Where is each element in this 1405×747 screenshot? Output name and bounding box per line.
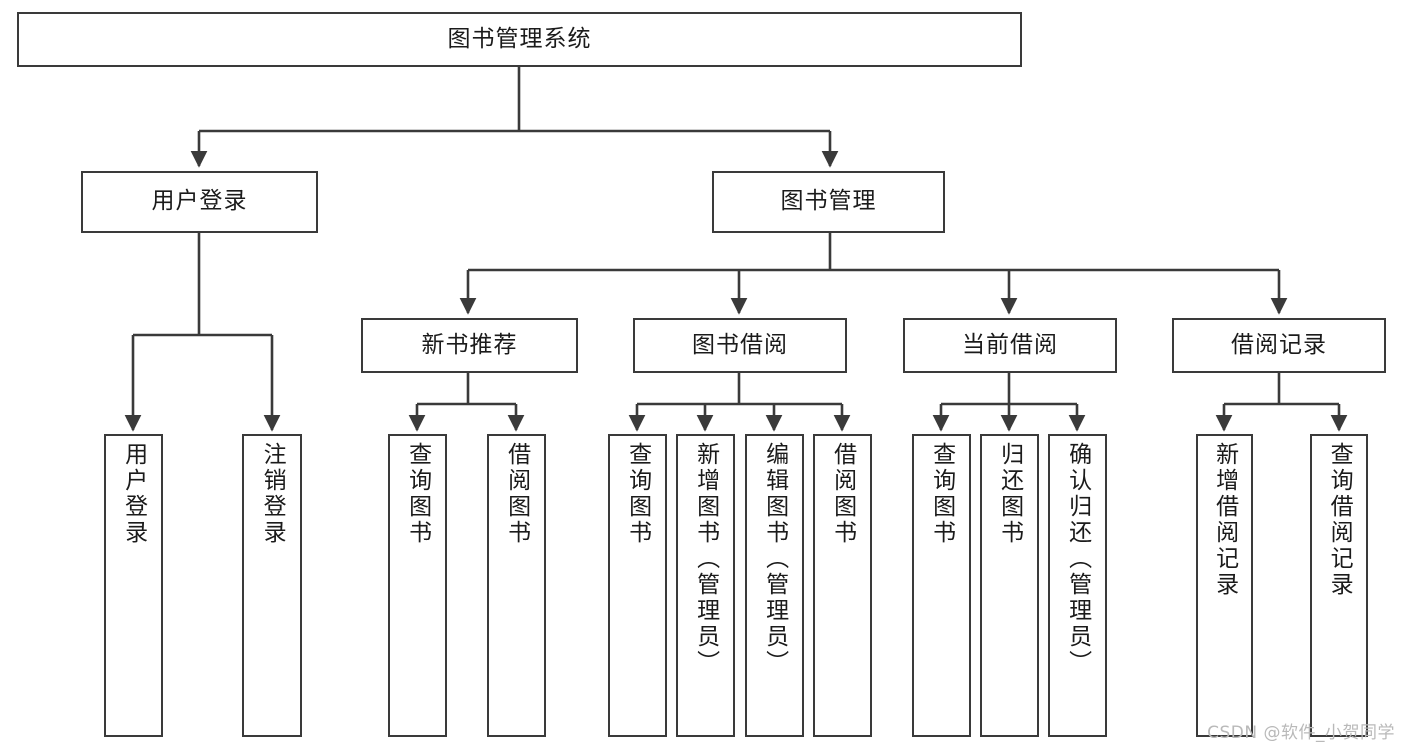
leaf-query-record-label: 查询借阅记录 xyxy=(1326,442,1353,598)
node-book-management[interactable]: 图书管理 xyxy=(712,171,945,233)
node-current-borrow[interactable]: 当前借阅 xyxy=(903,318,1117,373)
node-borrow-record[interactable]: 借阅记录 xyxy=(1172,318,1386,373)
leaf-add-book[interactable]: 新增图书（管理员） xyxy=(676,434,735,737)
leaf-user-login[interactable]: 用户登录 xyxy=(104,434,163,737)
node-book-management-label: 图书管理 xyxy=(780,188,877,215)
node-new-book-recommend[interactable]: 新书推荐 xyxy=(361,318,578,373)
leaf-query-book-1-label: 查询图书 xyxy=(404,442,431,546)
leaf-logout-label: 注销登录 xyxy=(259,442,286,546)
leaf-borrow-book-1[interactable]: 借阅图书 xyxy=(487,434,546,737)
node-current-borrow-label: 当前借阅 xyxy=(962,331,1058,358)
node-user-login[interactable]: 用户登录 xyxy=(81,171,318,233)
leaf-query-book-2-label: 查询图书 xyxy=(624,442,651,546)
node-user-login-label: 用户登录 xyxy=(151,188,248,215)
node-book-borrow-label: 图书借阅 xyxy=(692,331,788,358)
leaf-edit-book[interactable]: 编辑图书（管理员） xyxy=(745,434,804,737)
leaf-borrow-book-1-label: 借阅图书 xyxy=(503,442,530,546)
leaf-borrow-book-2-label: 借阅图书 xyxy=(829,442,856,546)
leaf-query-book-2[interactable]: 查询图书 xyxy=(608,434,667,737)
leaf-query-book-3[interactable]: 查询图书 xyxy=(912,434,971,737)
leaf-add-book-label: 新增图书（管理员） xyxy=(692,442,719,676)
node-new-book-recommend-label: 新书推荐 xyxy=(421,331,518,358)
leaf-user-login-label: 用户登录 xyxy=(120,442,147,546)
leaf-return-book-label: 归还图书 xyxy=(996,442,1023,546)
leaf-edit-book-label: 编辑图书（管理员） xyxy=(761,442,788,676)
leaf-query-record[interactable]: 查询借阅记录 xyxy=(1310,434,1368,737)
leaf-confirm-return[interactable]: 确认归还（管理员） xyxy=(1048,434,1107,737)
node-borrow-record-label: 借阅记录 xyxy=(1231,331,1327,358)
leaf-logout[interactable]: 注销登录 xyxy=(242,434,302,737)
node-book-borrow[interactable]: 图书借阅 xyxy=(633,318,847,373)
leaf-borrow-book-2[interactable]: 借阅图书 xyxy=(813,434,872,737)
leaf-query-book-1[interactable]: 查询图书 xyxy=(388,434,447,737)
leaf-add-record[interactable]: 新增借阅记录 xyxy=(1196,434,1253,737)
watermark: CSDN @软件_小贺同学 xyxy=(1207,723,1395,743)
leaf-add-record-label: 新增借阅记录 xyxy=(1211,442,1238,598)
leaf-return-book[interactable]: 归还图书 xyxy=(980,434,1039,737)
leaf-query-book-3-label: 查询图书 xyxy=(928,442,955,546)
leaf-confirm-return-label: 确认归还（管理员） xyxy=(1064,442,1091,676)
node-root[interactable]: 图书管理系统 xyxy=(17,12,1022,67)
node-root-label: 图书管理系统 xyxy=(447,25,592,52)
